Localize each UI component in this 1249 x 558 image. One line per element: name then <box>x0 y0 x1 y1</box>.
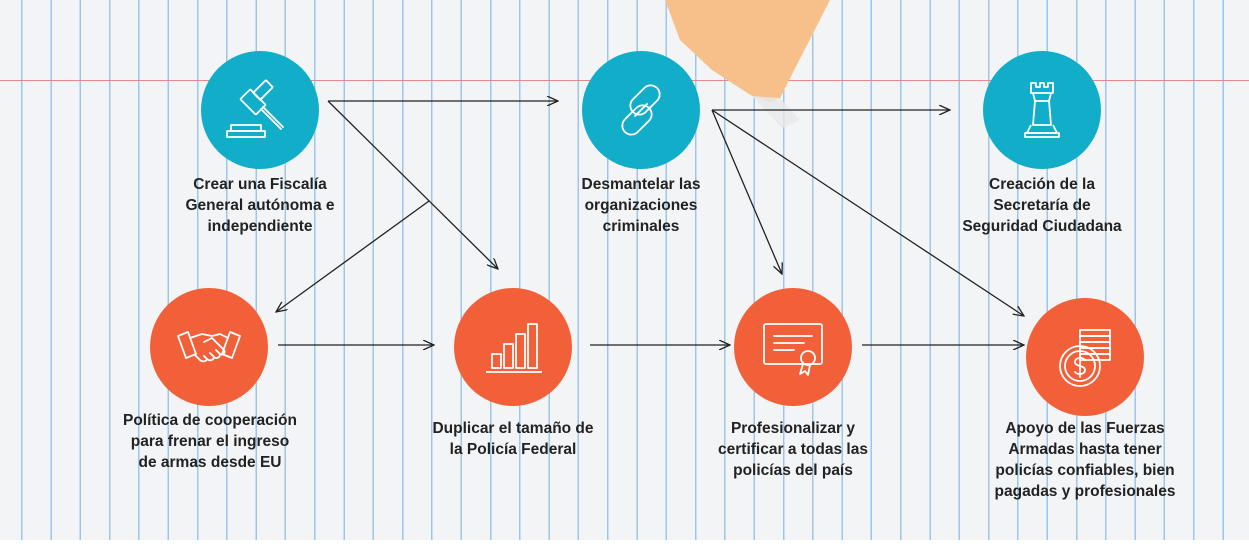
label-duplicar: Duplicar el tamaño de la Policía Federal <box>432 420 594 458</box>
node-fuerzas <box>1026 298 1144 416</box>
gavel-icon <box>226 79 284 138</box>
certificate-icon <box>763 323 823 376</box>
bar-chart-icon <box>486 323 542 373</box>
label-cooperacion: Política de cooperación para frenar el i… <box>123 412 297 471</box>
chain-link-icon <box>621 84 661 136</box>
label-desmantelar: Desmantelar las organizaciones criminale… <box>581 176 701 235</box>
handshake-icon <box>177 331 241 363</box>
node-desmantelar <box>582 51 700 169</box>
node-secretaria <box>983 51 1101 169</box>
node-profesionalizar <box>734 288 852 406</box>
label-fuerzas: Apoyo de las Fuerzas Armadas hasta tener… <box>994 420 1176 500</box>
arrow-desmantelar-to-fuerzas <box>711 109 1024 316</box>
coins-dollar-icon <box>1059 329 1111 387</box>
label-secretaria: Creación de la Secretaría de Seguridad C… <box>962 176 1122 235</box>
node-cooperacion <box>150 288 268 406</box>
node-duplicar <box>454 288 572 406</box>
chess-rook-icon <box>1024 82 1060 138</box>
label-fiscalia: Crear una Fiscalía General autónoma e in… <box>185 176 335 235</box>
arrow-fiscalia-to-cooperacion <box>276 200 430 312</box>
node-fiscalia <box>201 51 319 169</box>
label-profesionalizar: Profesionalizar y certificar a todas las… <box>718 420 868 479</box>
arrow-desmantelar-to-profesionalizar <box>711 109 782 274</box>
arrow-fiscalia-to-duplicar <box>327 100 498 269</box>
